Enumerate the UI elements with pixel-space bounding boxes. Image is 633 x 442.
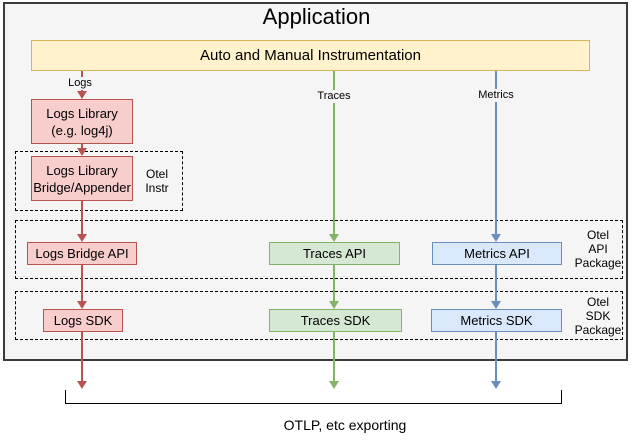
- metrics-arrowhead-1: [491, 234, 501, 242]
- traces-flow-label: Traces: [314, 90, 354, 103]
- otel-api-label-line3: Package: [574, 256, 622, 270]
- logs-sdk-label: Logs SDK: [53, 313, 113, 328]
- instrumentation-label: Auto and Manual Instrumentation: [200, 47, 421, 64]
- logs-arrowhead-3: [77, 234, 87, 242]
- logs-flow-line-5: [81, 332, 83, 382]
- otel-api-label-line1: Otel: [586, 228, 609, 242]
- otel-sdk-package-group: [15, 291, 623, 340]
- otel-instr-label: Otel Instr: [134, 167, 180, 195]
- logs-bridge-api-label: Logs Bridge API: [35, 246, 129, 261]
- metrics-arrowhead-3: [491, 381, 501, 389]
- logs-arrowhead-5: [77, 381, 87, 389]
- logs-arrowhead-1: [77, 91, 87, 99]
- otel-instr-group: [15, 151, 183, 211]
- otel-instr-label-line2: Instr: [145, 181, 169, 195]
- otel-api-package-label: Otel API Package: [568, 228, 628, 270]
- logs-arrowhead-4: [77, 301, 87, 309]
- logs-flow-line-3: [81, 201, 83, 235]
- traces-flow-line-3: [333, 332, 335, 382]
- traces-api-node: Traces API: [269, 242, 400, 265]
- traces-api-label: Traces API: [302, 246, 367, 261]
- metrics-flow-line-3: [495, 332, 497, 382]
- logs-flow-line-4: [81, 265, 83, 302]
- traces-arrowhead-3: [329, 381, 339, 389]
- metrics-api-label: Metrics API: [464, 246, 530, 261]
- metrics-arrowhead-2: [491, 301, 501, 309]
- metrics-sdk-label: Metrics SDK: [460, 313, 533, 328]
- metrics-flow-line-2: [495, 265, 497, 302]
- traces-flow-line-1: [333, 70, 335, 235]
- otel-sdk-label-line2: SDK: [585, 309, 611, 323]
- metrics-api-node: Metrics API: [432, 242, 562, 265]
- metrics-flow-label: Metrics: [475, 89, 517, 102]
- otel-sdk-package-label: Otel SDK Package: [568, 295, 628, 337]
- logs-bridge-label-line2: Bridge/Appender: [33, 179, 131, 195]
- logs-library-label-line1: Logs Library: [46, 105, 118, 121]
- application-title: Application: [262, 4, 371, 29]
- logs-arrowhead-2: [77, 148, 87, 156]
- traces-flow-line-2: [333, 265, 335, 302]
- otel-api-package-group: [15, 220, 623, 279]
- logs-library-label-line2: (e.g. log4j): [51, 122, 113, 138]
- otel-instr-label-line1: Otel: [145, 167, 168, 181]
- traces-sdk-node: Traces SDK: [269, 309, 402, 332]
- otel-sdk-label-line3: Package: [574, 323, 622, 337]
- otel-api-label-line2: API: [588, 242, 608, 256]
- logs-sdk-node: Logs SDK: [43, 309, 123, 332]
- metrics-flow-line-1: [495, 70, 497, 235]
- logs-flow-line-2: [81, 144, 83, 149]
- logs-bridge-appender-node: Logs Library Bridge/Appender: [31, 156, 133, 201]
- logs-bridge-label-line1: Logs Library: [46, 162, 118, 178]
- export-label: OTLP, etc exporting: [283, 417, 407, 433]
- instrumentation-box: Auto and Manual Instrumentation: [31, 40, 590, 71]
- logs-flow-label: Logs: [65, 77, 95, 90]
- metrics-sdk-node: Metrics SDK: [431, 309, 562, 332]
- traces-arrowhead-1: [329, 234, 339, 242]
- logs-library-node: Logs Library (e.g. log4j): [31, 99, 133, 144]
- traces-sdk-label: Traces SDK: [300, 313, 371, 328]
- export-bracket: [65, 390, 562, 404]
- otel-sdk-label-line1: Otel: [586, 295, 609, 309]
- traces-arrowhead-2: [329, 301, 339, 309]
- logs-bridge-api-node: Logs Bridge API: [27, 242, 137, 265]
